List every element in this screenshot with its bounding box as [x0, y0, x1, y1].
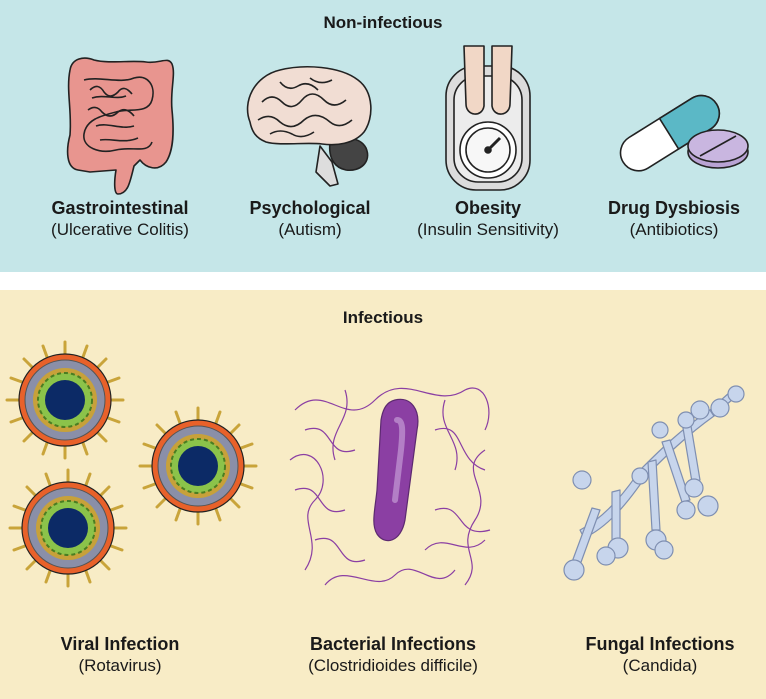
infectious-title: Infectious	[342, 308, 424, 327]
virus-icon	[5, 340, 258, 588]
infectious-panel: Infectious	[0, 290, 766, 699]
item-bacterial-infections: Bacterial Infections (Clostridioides dif…	[283, 633, 503, 677]
obesity-label: Obesity	[454, 198, 522, 218]
viral-infection-label: Viral Infection	[60, 634, 180, 654]
drug-dysbiosis-label: Drug Dysbiosis	[607, 198, 741, 218]
non-infectious-panel: Non-infectious	[0, 0, 766, 272]
brain-icon	[246, 66, 372, 187]
gastrointestinal-label: Gastrointestinal	[51, 198, 189, 218]
item-gastrointestinal: Gastrointestinal (Ulcerative Colitis)	[30, 197, 210, 241]
fungal-infections-label: Fungal Infections	[585, 634, 735, 654]
obesity-sub: (Insulin Sensitivity)	[417, 220, 559, 239]
item-fungal-infections: Fungal Infections (Candida)	[560, 633, 760, 677]
item-drug-dysbiosis: Drug Dysbiosis (Antibiotics)	[586, 197, 762, 241]
viral-infection-sub: (Rotavirus)	[78, 656, 162, 675]
item-psychological: Psychological (Autism)	[220, 197, 400, 241]
bacterium-icon	[289, 387, 491, 586]
bacterial-infections-sub: (Clostridioides difficile)	[308, 656, 478, 675]
pill-icon	[619, 94, 749, 172]
item-viral-infection: Viral Infection (Rotavirus)	[20, 633, 220, 677]
scale-icon	[445, 45, 531, 191]
non-infectious-title: Non-infectious	[323, 13, 443, 32]
drug-dysbiosis-sub: (Antibiotics)	[629, 220, 719, 239]
intestine-icon	[66, 57, 175, 195]
fungus-icon	[563, 385, 745, 581]
gastrointestinal-sub: (Ulcerative Colitis)	[51, 220, 189, 239]
bacterial-infections-label: Bacterial Infections	[309, 634, 477, 654]
psychological-sub: (Autism)	[278, 220, 342, 239]
item-obesity: Obesity (Insulin Sensitivity)	[398, 197, 578, 241]
fungal-infections-sub: (Candida)	[622, 656, 698, 675]
psychological-label: Psychological	[249, 198, 371, 218]
